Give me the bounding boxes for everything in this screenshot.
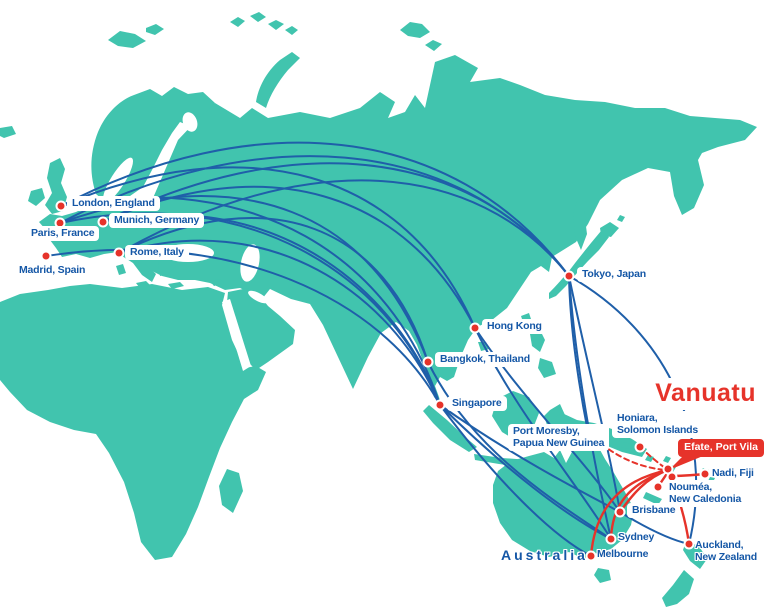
label-melbourne: Melbourne xyxy=(597,548,649,560)
route-munich-tokyo xyxy=(102,162,570,277)
sea-white xyxy=(182,112,198,132)
route-singapore-sydney xyxy=(439,404,612,540)
route-tokyo-brisbane xyxy=(568,275,621,513)
label-noumea-line2: New Caledonia xyxy=(669,493,742,505)
land-africa xyxy=(0,284,266,560)
label-honiara-line2: Solomon Islands xyxy=(617,424,699,436)
route-london-hongkong xyxy=(60,166,476,329)
land-sakhalin xyxy=(573,202,625,250)
city-dot-tokyo xyxy=(563,270,575,282)
city-dot-nadi xyxy=(699,468,711,480)
label-noumea-line1: Nouméa, xyxy=(669,481,712,493)
land-iceland xyxy=(0,126,16,138)
land-eurasia xyxy=(39,55,757,405)
label-paris: Paris, France xyxy=(26,226,100,241)
land-ireland xyxy=(28,188,45,206)
land-new-zealand xyxy=(662,541,707,607)
label-munich: Munich, Germany xyxy=(109,213,205,228)
land-taiwan xyxy=(478,313,532,351)
city-dot-honiara xyxy=(634,441,646,453)
label-portmoresby-line2: Papua New Guinea xyxy=(513,437,605,449)
route-bangkok-sydney xyxy=(427,361,612,540)
city-dots xyxy=(40,200,711,562)
label-portmoresby: Port Moresby, Papua New Guinea xyxy=(508,424,610,451)
label-tokyo: Tokyo, Japan xyxy=(577,267,651,282)
label-hongkong: Hong Kong xyxy=(482,319,547,334)
efate-callout-pointer xyxy=(669,456,703,470)
label-auckland: Auckland, New Zealand xyxy=(695,539,757,563)
route-singapore-melbourne xyxy=(439,404,592,557)
sea-red xyxy=(222,299,251,371)
land-philippines xyxy=(520,328,556,378)
city-dot-auckland xyxy=(683,538,695,550)
city-dot-noumea xyxy=(652,481,664,493)
city-dot-rome xyxy=(113,247,125,259)
efate-callout: Efate, Port Vila xyxy=(678,439,764,457)
label-rome: Rome, Italy xyxy=(125,245,189,260)
label-bangkok: Bangkok, Thailand xyxy=(435,352,535,367)
city-dot-munich xyxy=(97,216,109,228)
city-dot-hongkong xyxy=(469,322,481,334)
land-svalbard xyxy=(108,24,164,48)
city-dot-brisbane xyxy=(614,506,626,518)
city-dot-madrid xyxy=(40,250,52,262)
sea-persian-gulf xyxy=(248,290,268,304)
label-singapore: Singapore xyxy=(447,396,507,411)
label-london: London, England xyxy=(67,196,160,211)
label-nadi: Nadi, Fiji xyxy=(712,467,754,479)
land-novaya-zemlya xyxy=(256,52,300,108)
route-rome-bangkok xyxy=(118,217,429,363)
city-dot-melbourne xyxy=(585,550,597,562)
land-sumatra xyxy=(423,405,477,452)
land-severnaya xyxy=(400,22,442,51)
label-honiara: Honiara, Solomon Islands xyxy=(612,411,704,438)
city-dot-london xyxy=(55,200,67,212)
label-madrid: Madrid, Spain xyxy=(14,263,91,278)
route-london-tokyo xyxy=(60,141,570,277)
city-dot-singapore xyxy=(434,399,446,411)
sea-caspian xyxy=(240,244,260,282)
label-australia: Australia xyxy=(501,547,588,563)
blue-routes xyxy=(45,141,698,557)
land-greece xyxy=(158,258,224,289)
city-dot-bangkok xyxy=(422,356,434,368)
label-sydney: Sydney xyxy=(618,531,655,543)
city-dot-sydney xyxy=(605,533,617,545)
route-singapore-brisbane xyxy=(439,404,621,513)
label-auckland-line1: Auckland, xyxy=(695,539,744,551)
route-portvila-melbourne xyxy=(589,468,670,558)
route-portvila-sydney xyxy=(609,468,670,541)
label-portmoresby-line1: Port Moresby, xyxy=(513,425,580,437)
land-britain xyxy=(45,158,67,214)
label-noumea: Nouméa, New Caledonia xyxy=(664,480,747,507)
label-honiara-line1: Honiara, xyxy=(617,412,658,424)
label-brisbane: Brisbane xyxy=(627,503,681,518)
route-rome-singapore xyxy=(118,239,441,406)
vanuatu-title: Vanuatu xyxy=(648,378,763,410)
land-madagascar xyxy=(219,469,243,513)
land-franz-josef xyxy=(230,12,298,35)
label-auckland-line2: New Zealand xyxy=(695,551,757,563)
